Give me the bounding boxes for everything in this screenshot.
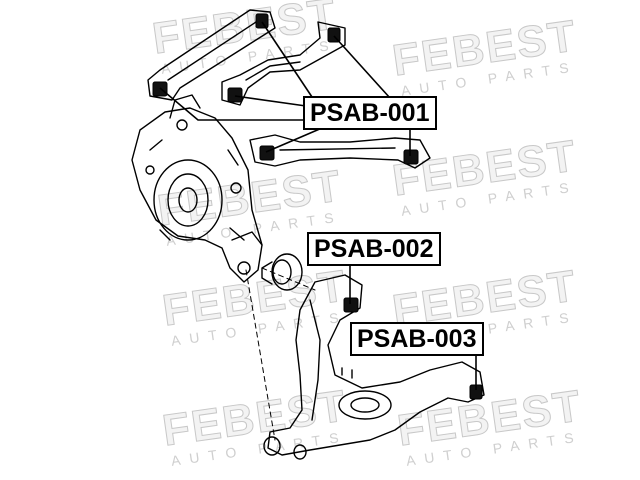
part-number-label-psab-002: PSAB-002 bbox=[307, 232, 441, 266]
bushing-upper-link-outer bbox=[255, 13, 269, 29]
bushing-camber-link-inner bbox=[227, 87, 243, 103]
upper-link-arm bbox=[147, 9, 276, 101]
bushing-lateral-link-outer bbox=[403, 149, 419, 165]
wheel-knuckle bbox=[131, 107, 263, 283]
leader-line bbox=[333, 35, 391, 99]
bushing-lateral-link-inner bbox=[259, 145, 275, 161]
lower-control-arm bbox=[267, 274, 485, 456]
part-number-label-psab-003: PSAB-003 bbox=[350, 322, 484, 356]
lower-lateral-link bbox=[249, 134, 431, 169]
leader-line bbox=[234, 95, 307, 107]
part-number-label-psab-001: PSAB-001 bbox=[303, 96, 437, 130]
leader-line bbox=[265, 127, 323, 153]
bushing-lower-arm-front bbox=[343, 297, 359, 313]
leader-line bbox=[159, 87, 306, 121]
